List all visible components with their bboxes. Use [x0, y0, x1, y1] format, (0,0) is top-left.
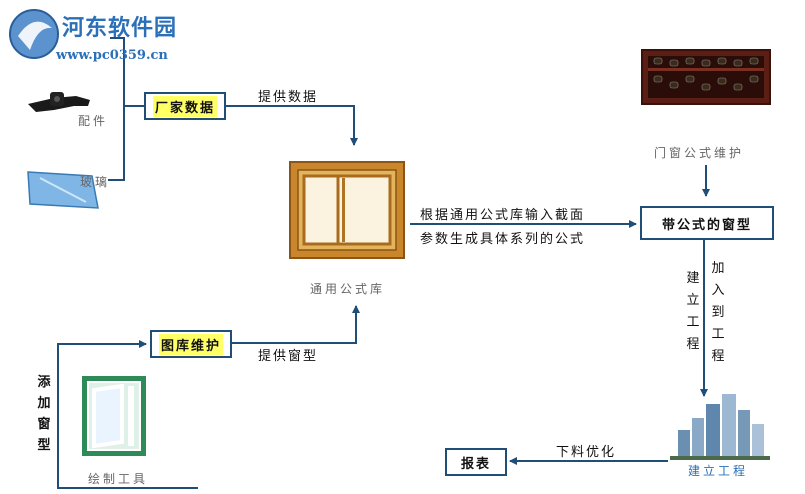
add-window-vertical-label: 添加窗型 — [37, 375, 51, 453]
window-with-formula-box[interactable]: 带公式的窗型 — [640, 206, 774, 240]
report-box[interactable]: 报表 — [445, 448, 507, 476]
fitting-handle-icon — [28, 92, 90, 112]
manufacturer-data-box[interactable]: 厂家数据 — [144, 92, 226, 120]
glass-pane-icon — [27, 171, 99, 209]
general-formula-lib-caption: 通用公式库 — [310, 282, 386, 296]
watermark-url: www.pc0359.cn — [56, 48, 168, 63]
fittings-label: 配件 — [78, 114, 109, 128]
blanking-optimization-label: 下料优化 — [556, 445, 617, 460]
build-project-caption: 建立工程 — [688, 464, 749, 478]
drawing-to-lib-arrow — [232, 305, 360, 344]
drawing-maintenance-label: 图库维护 — [158, 333, 223, 355]
add-to-project-vertical-label: 加入到工程 — [711, 261, 725, 364]
window-formula-maint-caption: 门窗公式维护 — [654, 146, 745, 160]
watermark-name: 河东软件园 — [62, 15, 178, 41]
formula-line1-label: 根据通用公式库输入截面 — [420, 208, 586, 223]
watermark-logo: 河东软件园 www.pc0359.cn — [4, 4, 214, 68]
manufacturer-to-lib-arrow — [226, 105, 358, 146]
buildings-icon — [670, 394, 770, 460]
drawing-maintenance-box[interactable]: 图库维护 — [150, 330, 232, 358]
wooden-window-icon — [289, 161, 405, 259]
tool-to-drawing-arrow — [57, 340, 198, 489]
report-label: 报表 — [460, 456, 491, 472]
window-with-formula-label: 带公式的窗型 — [661, 217, 752, 233]
parts-bracket-line — [108, 37, 125, 181]
glass-label: 玻璃 — [80, 175, 111, 189]
drawing-tool-caption: 绘制工具 — [88, 472, 149, 486]
provide-window-label: 提供窗型 — [258, 349, 319, 364]
build-project-vertical-label: 建立工程 — [686, 271, 700, 352]
abacus-icon — [641, 49, 771, 105]
provide-data-label: 提供数据 — [258, 90, 319, 105]
formula-line2-label: 参数生成具体系列的公式 — [420, 232, 586, 247]
watermark-emblem-icon — [9, 9, 59, 59]
manufacturer-data-label: 厂家数据 — [152, 95, 217, 117]
drawing-tool-window-icon — [82, 376, 146, 456]
